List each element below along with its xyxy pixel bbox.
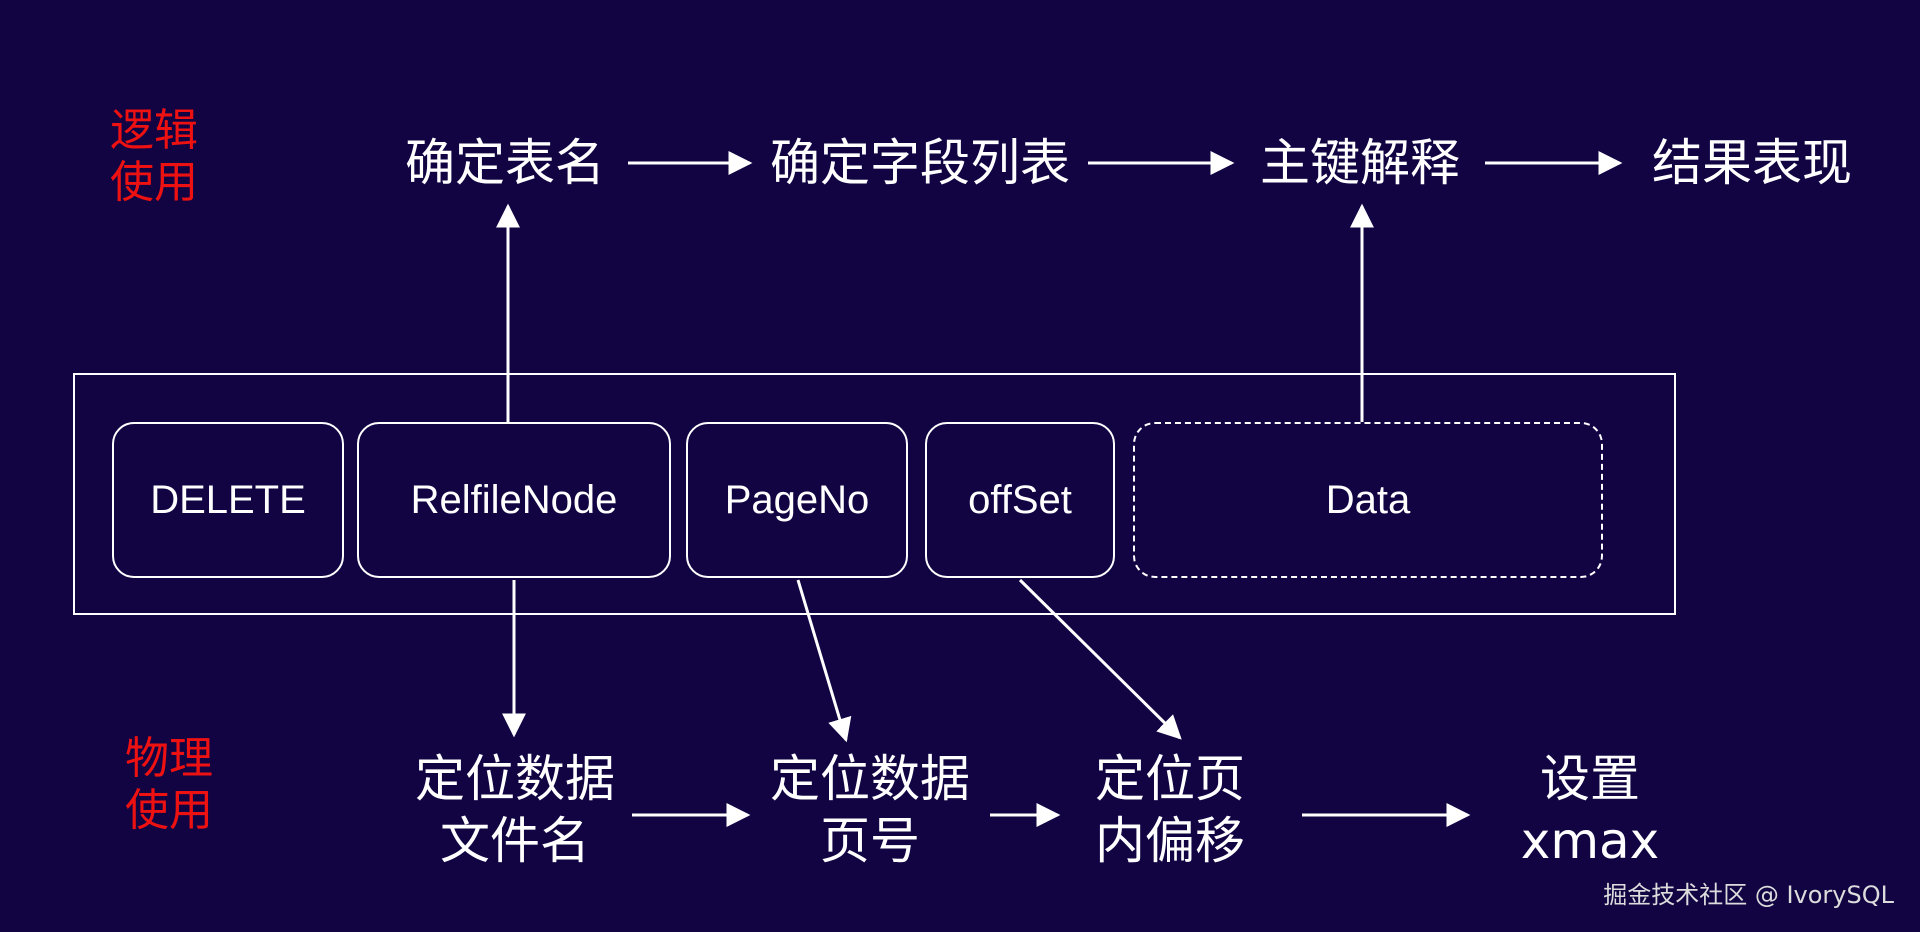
arrow-offset-to-page-offset (1018, 578, 1182, 740)
field-delete: DELETE (112, 422, 344, 578)
logical-usage-label: 逻辑 使用 (110, 105, 198, 208)
logical-step-table-name: 确定表名 (405, 134, 605, 192)
logical-step-field-list: 确定字段列表 (770, 134, 1070, 192)
physical-step-data-page: 定位数据 页号 (770, 750, 970, 870)
logical-step-primary-key: 主键解释 (1260, 134, 1460, 192)
physical-step-set-xmax: 设置 xmax (1520, 750, 1660, 870)
watermark: 掘金技术社区 @ IvorySQL (1603, 881, 1894, 909)
logical-step-result: 结果表现 (1652, 134, 1852, 192)
field-pageno: PageNo (686, 422, 908, 578)
field-offset: offSet (925, 422, 1115, 578)
physical-step-page-offset: 定位页 内偏移 (1095, 750, 1245, 870)
physical-usage-label: 物理 使用 (125, 733, 213, 836)
field-data: Data (1133, 422, 1603, 578)
wal-record-frame (73, 373, 1676, 615)
field-relfilenode: RelfileNode (357, 422, 671, 578)
arrow-pageno-to-page (796, 579, 852, 743)
physical-step-data-filename: 定位数据 文件名 (415, 750, 615, 870)
